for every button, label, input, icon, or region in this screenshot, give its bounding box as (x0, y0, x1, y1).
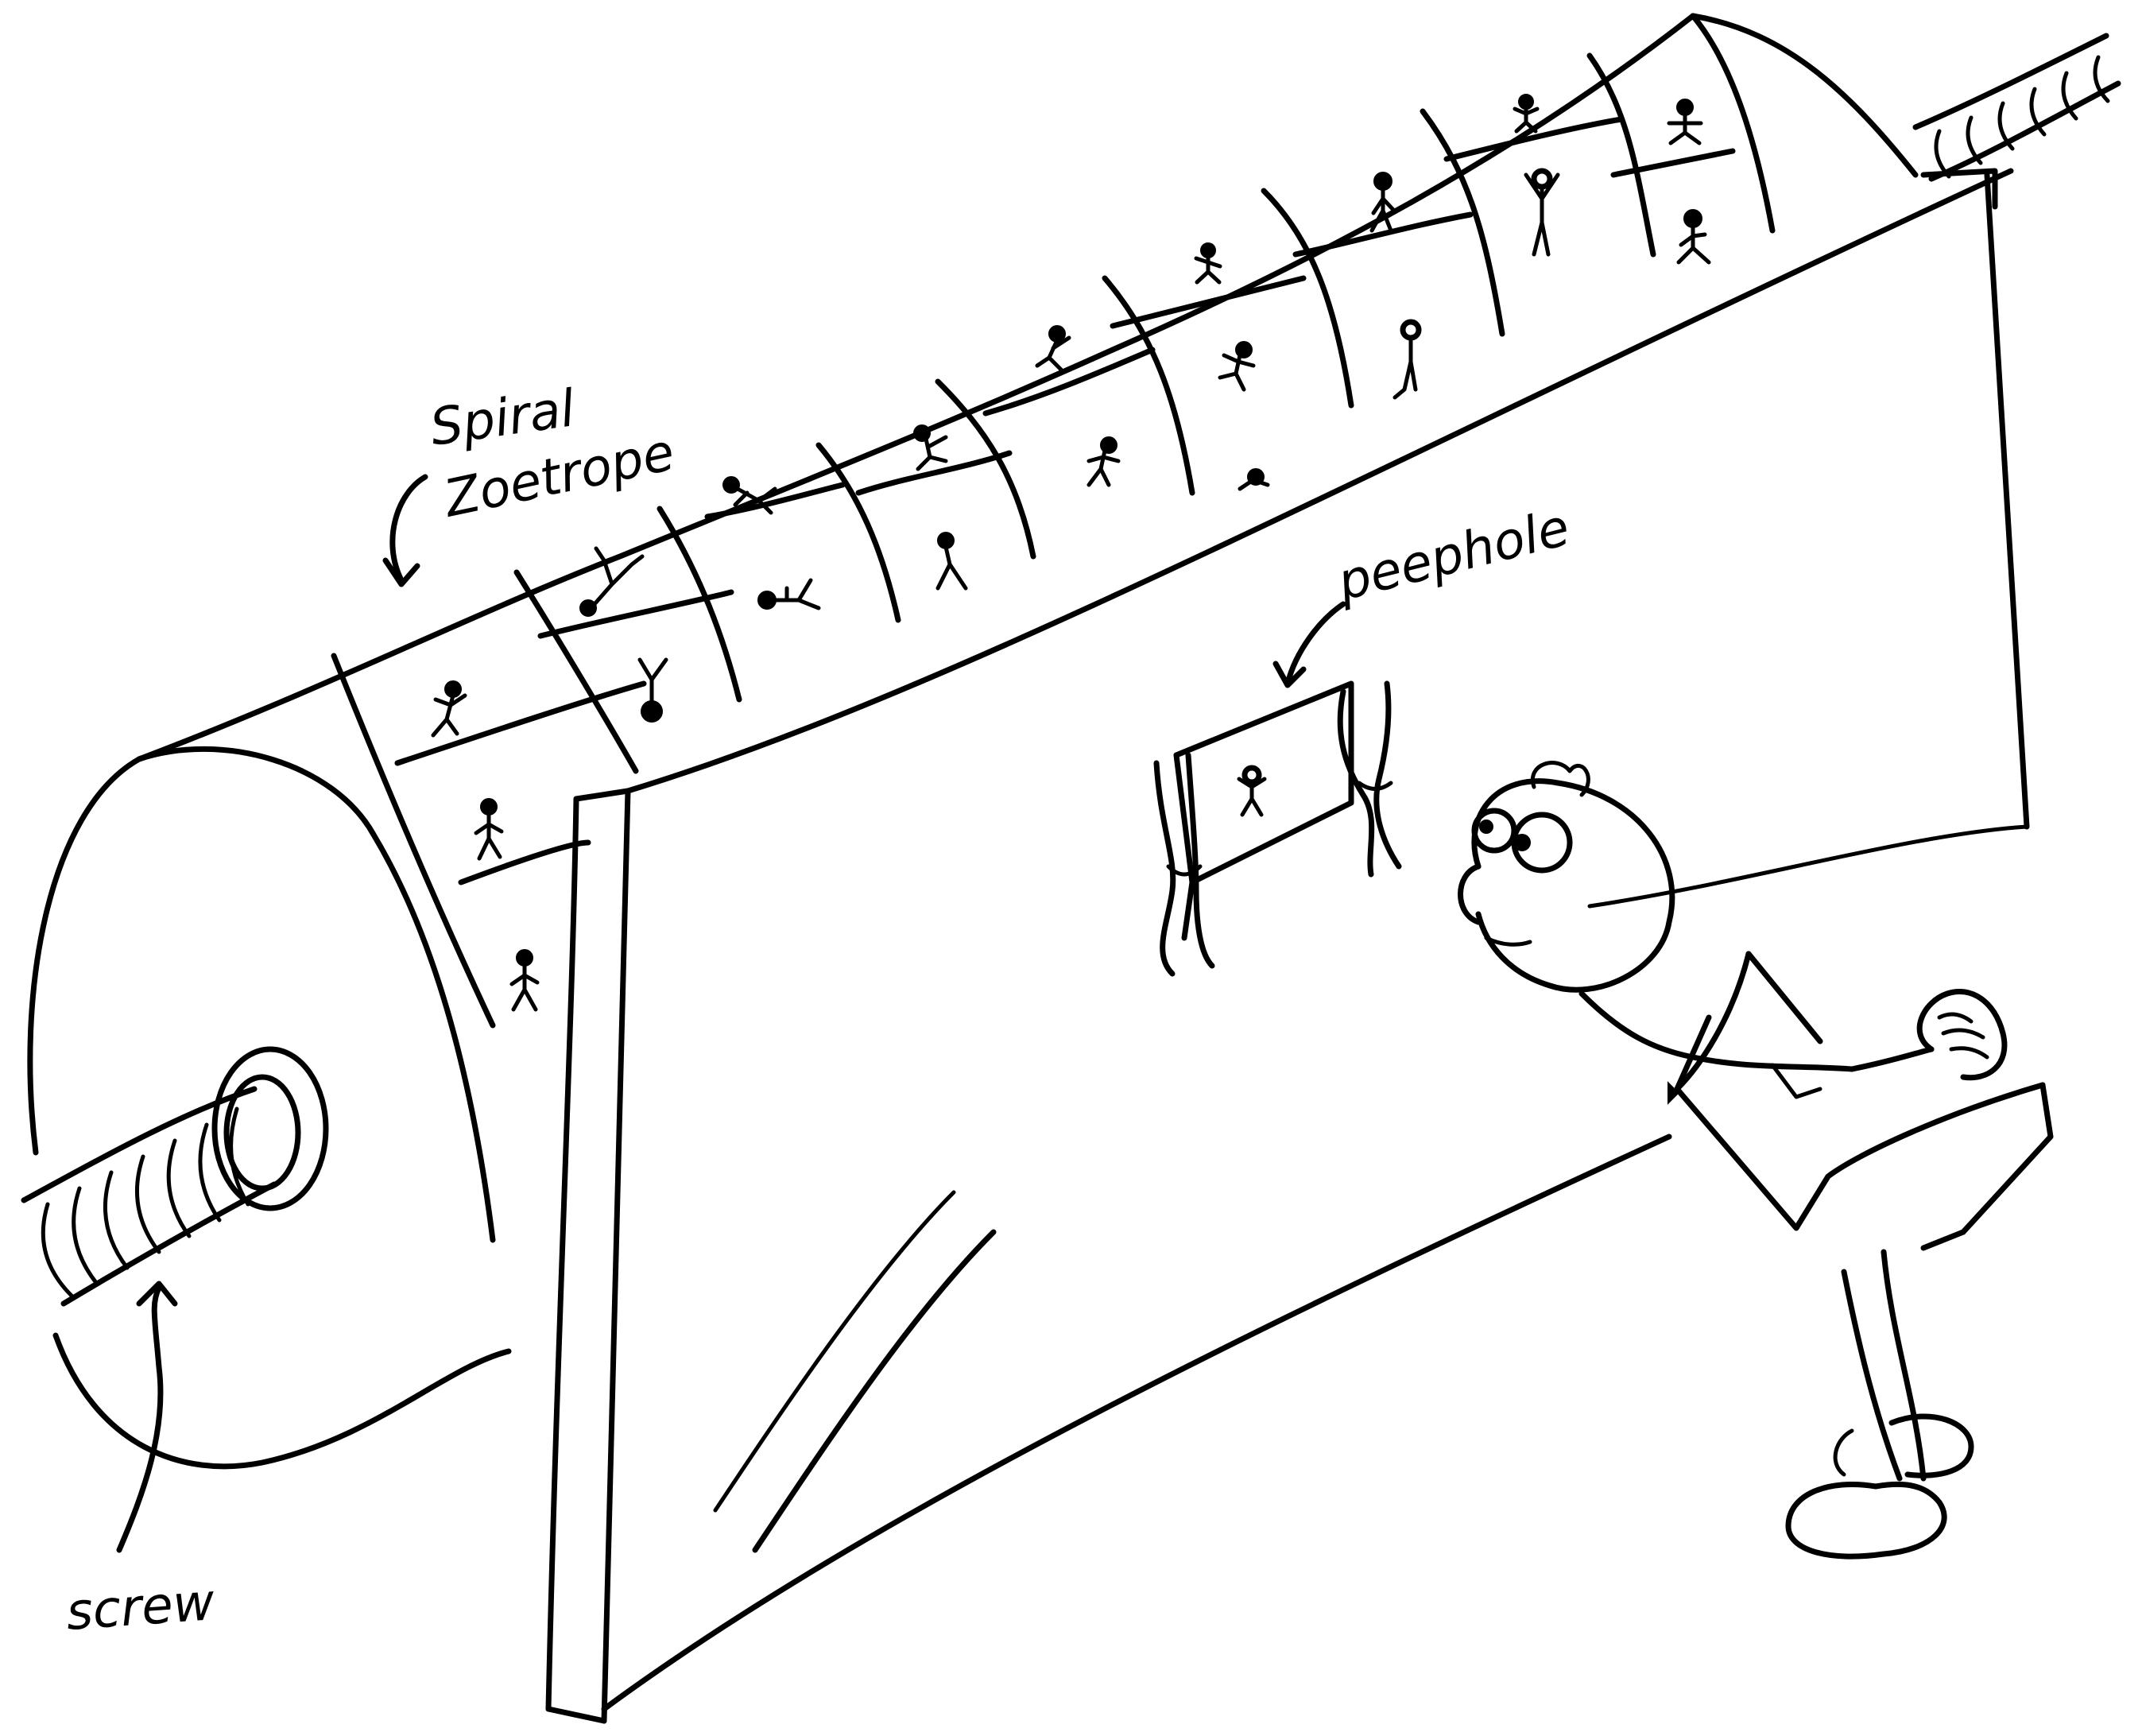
label-peephole: peephole (1331, 498, 1575, 613)
frame-figures (431, 94, 1711, 1012)
stick-figure-icon (1218, 341, 1256, 392)
stick-figure-icon (1194, 242, 1222, 285)
stick-figure-icon (757, 578, 821, 610)
viewing-panel (545, 168, 2030, 1724)
arrow-icon (116, 1281, 178, 1553)
arrow-icon (1272, 601, 1346, 688)
observer-icon (1458, 761, 2054, 1560)
stick-figure-icon (1035, 325, 1071, 372)
stick-figure-icon (913, 424, 948, 471)
curtain-icon (1153, 752, 1215, 977)
film-frame-grid (331, 13, 1776, 1029)
stick-figure-icon (474, 798, 504, 861)
stick-figure-icon (1524, 168, 1560, 257)
cylinder-end-cap (27, 746, 512, 1470)
stick-figure-icon (431, 680, 467, 738)
stick-figure-icon (1369, 172, 1396, 233)
stick-figure-icon (935, 532, 968, 591)
stick-figure-icon (1513, 94, 1540, 134)
stick-figure-icon (637, 657, 668, 723)
stick-figure-icon (1238, 468, 1270, 491)
stick-figure-icon (1086, 436, 1121, 487)
label-screw: screw (64, 1573, 217, 1642)
stick-figure-icon (722, 476, 777, 515)
left-screw-icon (21, 1046, 329, 1307)
stick-figure-icon (1676, 209, 1711, 265)
label-spiral: Spiral (427, 379, 579, 458)
curtain-icon (1337, 680, 1402, 878)
stick-figure-icon (1237, 765, 1267, 817)
stick-figure-icon (1392, 319, 1422, 400)
arrow-icon (382, 474, 428, 587)
stick-figure-icon (579, 546, 645, 617)
peephole (1153, 680, 1402, 977)
stick-figure-icon (1667, 99, 1703, 145)
stick-figure-icon (509, 949, 540, 1012)
zoetrope-cylinder (136, 13, 2121, 762)
